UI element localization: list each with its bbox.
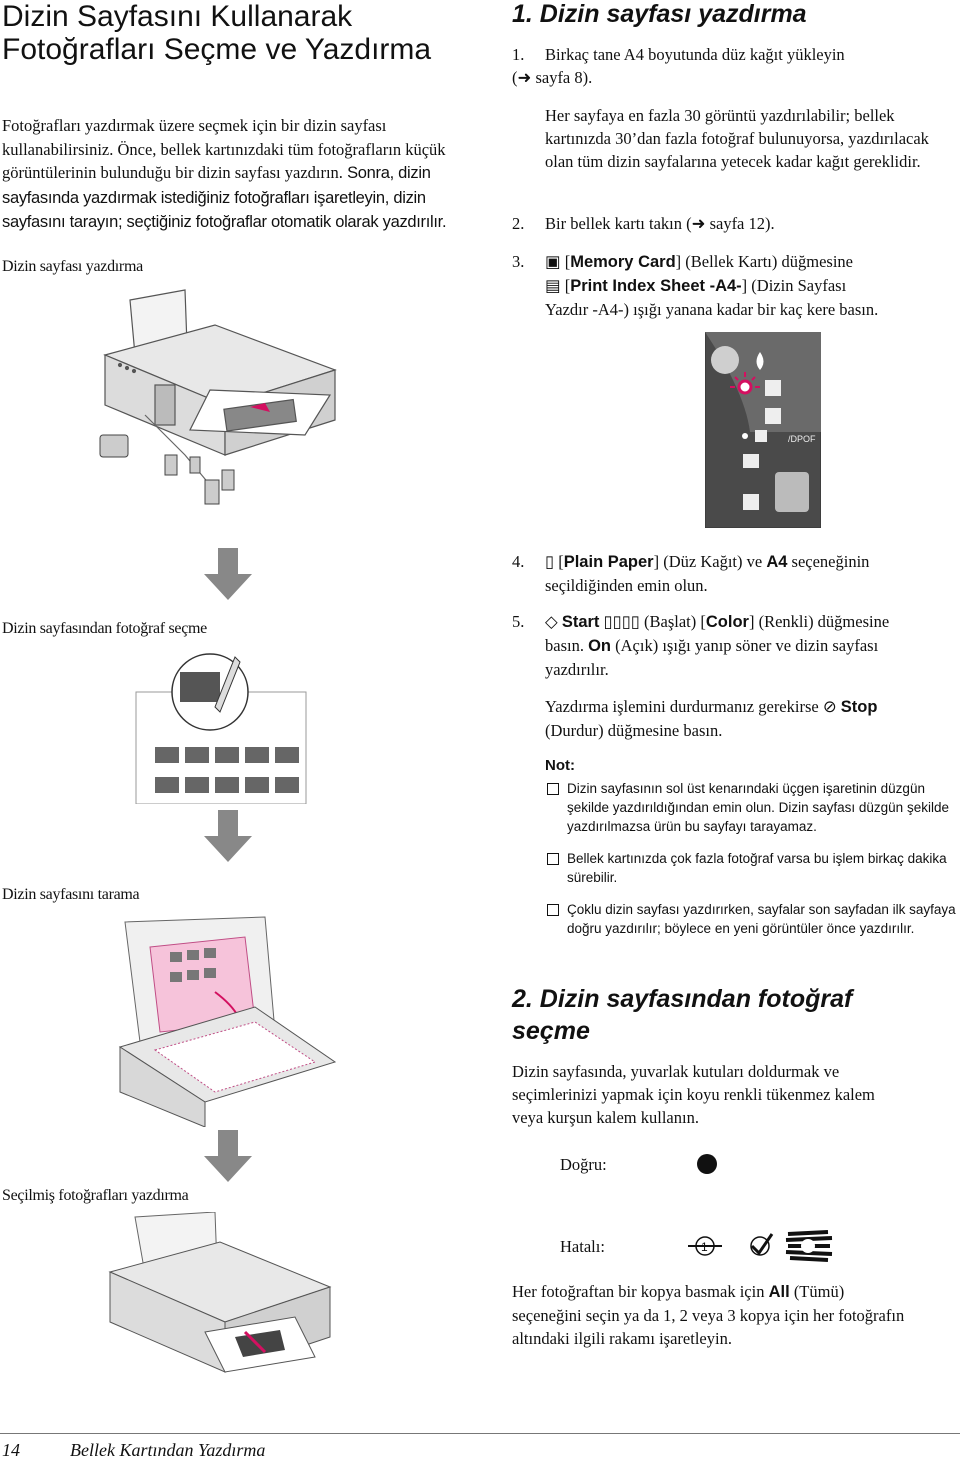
footer-section: Bellek Kartından Yazdırma xyxy=(70,1440,266,1460)
checkbox-icon xyxy=(547,783,559,795)
step-text: (Bellek Kartı) düğmesine xyxy=(685,252,853,271)
step-ref: (➜ sayfa 8). xyxy=(512,68,593,87)
final-paragraph: Her fotoğraftan bir kopya basmak için Al… xyxy=(512,1280,912,1350)
step-text: (Dizin Sayfası xyxy=(751,276,847,295)
step-number: 3. xyxy=(512,252,525,271)
step-text: ] (Renkli) düğmesine xyxy=(748,612,890,631)
step-text: Bir bellek kartı takın (➜ sayfa 12). xyxy=(545,214,775,233)
step-number: 2. xyxy=(512,214,525,233)
final-text: Her fotoğraftan bir kopya basmak için xyxy=(512,1282,765,1301)
caption-print-selected: Seçilmiş fotoğrafları yazdırma xyxy=(2,1187,189,1204)
dpof-label: /DPOF xyxy=(788,434,816,444)
start-icon: ◇ xyxy=(545,612,558,631)
stop-text: Yazdırma işlemini durdurmanız gerekirse xyxy=(545,697,819,716)
page-title: Dizin Sayfasını Kullanarak Fotoğrafları … xyxy=(2,0,432,66)
caption-index-print: Dizin sayfası yazdırma xyxy=(2,258,143,275)
final-text: (Tümü) seçeneğini seçin ya da 1, 2 veya … xyxy=(512,1282,905,1348)
scanning-illustration xyxy=(118,916,337,1127)
checkbox-icon xyxy=(547,904,559,916)
color-blocks-icon: ▯▯▯▯ xyxy=(603,612,640,631)
note-item: Çoklu dizin sayfası yazdırırken, sayfala… xyxy=(545,900,957,938)
intro-text: Fotoğrafları yazdırmak üzere seçmek için… xyxy=(2,116,446,182)
step-4: 4.▯ [Plain Paper] (Düz Kağıt) ve A4 seçe… xyxy=(512,552,870,595)
a4-label: A4 xyxy=(766,553,788,571)
section2-paragraph: Dizin sayfasında, yuvarlak kutuları dold… xyxy=(512,1062,875,1127)
index-sheet-icon: ▤ xyxy=(545,276,561,295)
memory-card-icon: ▣ xyxy=(545,252,561,271)
step-3: 3.▣ [Memory Card] (Bellek Kartı) düğmesi… xyxy=(512,252,879,319)
checkbox-icon xyxy=(547,853,559,865)
step-5: 5. ◇ Start ▯▯▯▯ (Başlat) [Color] (Renkli)… xyxy=(512,610,952,681)
print-index-label: Print Index Sheet -A4- xyxy=(570,277,742,295)
note-title: Not: xyxy=(545,757,575,774)
filled-circle-icon xyxy=(697,1154,717,1174)
notes-list: Dizin sayfasının sol üst kenarındaki üçg… xyxy=(545,779,957,938)
note-item: Bellek kartınızda çok fazla fotoğraf var… xyxy=(545,849,957,887)
stop-text: (Durdur) düğmesine basın. xyxy=(545,721,723,740)
printing-illustration xyxy=(108,1212,332,1373)
color-label: Color xyxy=(705,613,749,631)
down-arrow-icon xyxy=(204,1130,252,1182)
note-item: Dizin sayfasının sol üst kenarındaki üçg… xyxy=(545,779,957,836)
memory-card-label: Memory Card xyxy=(570,253,676,271)
down-arrow-icon xyxy=(204,548,252,600)
control-panel-illustration: /DPOF xyxy=(705,332,821,528)
page-number: 14 xyxy=(2,1440,20,1460)
step-text: yazdırılır. xyxy=(545,660,609,679)
on-label: On xyxy=(588,637,612,655)
plain-paper-label: Plain Paper xyxy=(563,553,654,571)
start-label: Start xyxy=(561,613,600,631)
caption-select-photos: Dizin sayfasından fotoğraf seçme xyxy=(2,620,207,637)
intro-paragraph: Fotoğrafları yazdırmak üzere seçmek için… xyxy=(2,114,450,235)
step-text: Birkaç tane A4 boyutunda düz kağıt yükle… xyxy=(545,45,845,64)
footer-divider xyxy=(0,1433,960,1434)
step-text: Yazdır -A4-) ışığı yanana kadar bir kaç … xyxy=(545,300,879,319)
printer-illustration xyxy=(99,289,337,505)
wrong-label: Hatalı: xyxy=(560,1237,605,1256)
step-number: 5. xyxy=(512,612,525,631)
step-number: 4. xyxy=(512,552,525,571)
stop-paragraph: Yazdırma işlemini durdurmanız gerekirse … xyxy=(545,695,955,742)
step-text: (Düz Kağıt) ve xyxy=(663,552,763,571)
step-2: 2. Bir bellek kartı takın (➜ sayfa 12). xyxy=(512,212,952,235)
step-number: 1. xyxy=(512,45,525,64)
section1-title: 1. Dizin sayfası yazdırma xyxy=(512,0,807,28)
paper-icon: ▯ xyxy=(545,552,555,571)
wrong-marks-icon: 1 xyxy=(688,1230,833,1262)
intro-text-cond: Sonra, dizin sayfasında yazdırmak istedi… xyxy=(2,164,447,231)
step-text: seçeneğinin xyxy=(791,552,870,571)
index-sheet-illustration xyxy=(135,653,307,804)
svg-text:1: 1 xyxy=(701,1240,708,1254)
step-text: (Başlat) [ xyxy=(644,612,706,631)
down-arrow-icon xyxy=(204,810,252,862)
all-label: All xyxy=(768,1283,790,1301)
section2-title: 2. Dizin sayfasından fotoğraf seçme xyxy=(512,985,853,1045)
step-1-paragraph: Her sayfaya en fazla 30 görüntü yazdırıl… xyxy=(545,106,929,171)
step-1: 1. Birkaç tane A4 boyutunda düz kağıt yük… xyxy=(512,43,952,89)
caption-scan-sheet: Dizin sayfasını tarama xyxy=(2,886,140,903)
stop-label: Stop xyxy=(840,698,878,716)
correct-label: Doğru: xyxy=(560,1155,607,1174)
step-text: (Açık) ışığı yanıp söner ve dizin sayfas… xyxy=(615,636,879,655)
stop-icon: ⊘ xyxy=(822,697,837,716)
step-text: seçildiğinden emin olun. xyxy=(545,576,708,595)
step-text: basın. xyxy=(545,636,584,655)
